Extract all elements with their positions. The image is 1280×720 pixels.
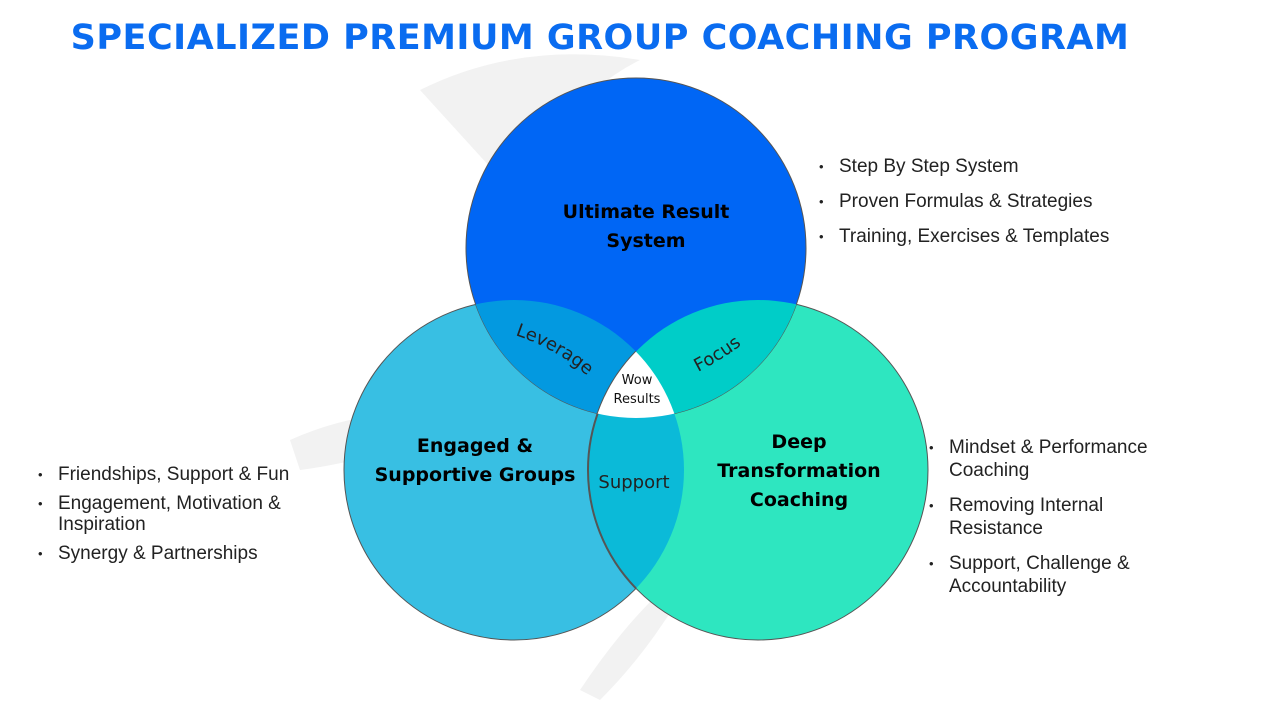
center-label-2: Results <box>614 392 661 407</box>
bullet-item: Synergy & Partnerships <box>38 542 318 565</box>
right-circle-label-2: Transformation <box>717 460 880 482</box>
bullet-item: Removing Internal Resistance <box>929 494 1169 540</box>
left-circle-bullets: Friendships, Support & Fun Engagement, M… <box>38 463 318 572</box>
right-circle-bullets: Mindset & Performance Coaching Removing … <box>929 436 1169 610</box>
top-circle-bullets: Step By Step System Proven Formulas & St… <box>819 155 1179 260</box>
overlap-label-support: Support <box>598 472 669 493</box>
right-circle-label-1: Deep <box>771 431 826 453</box>
left-circle-label-2: Supportive Groups <box>375 464 576 486</box>
top-circle-label-2: System <box>606 230 685 252</box>
page-title: SPECIALIZED PREMIUM GROUP COACHING PROGR… <box>70 18 1130 58</box>
overlap-top-left <box>466 300 684 418</box>
left-circle-label-1: Engaged & <box>417 435 533 457</box>
bullet-item: Mindset & Performance Coaching <box>929 436 1169 482</box>
overlap-top-right <box>588 300 806 418</box>
bullet-item: Step By Step System <box>819 155 1179 178</box>
bullet-item: Training, Exercises & Templates <box>819 225 1179 248</box>
bullet-item: Engagement, Motivation & Inspiration <box>38 493 318 535</box>
top-circle-label-1: Ultimate Result <box>563 201 730 223</box>
bullet-item: Support, Challenge & Accountability <box>929 552 1169 598</box>
bullet-item: Proven Formulas & Strategies <box>819 190 1179 213</box>
bullet-item: Friendships, Support & Fun <box>38 463 318 486</box>
center-label-1: Wow <box>622 373 653 388</box>
right-circle-label-3: Coaching <box>750 489 848 511</box>
